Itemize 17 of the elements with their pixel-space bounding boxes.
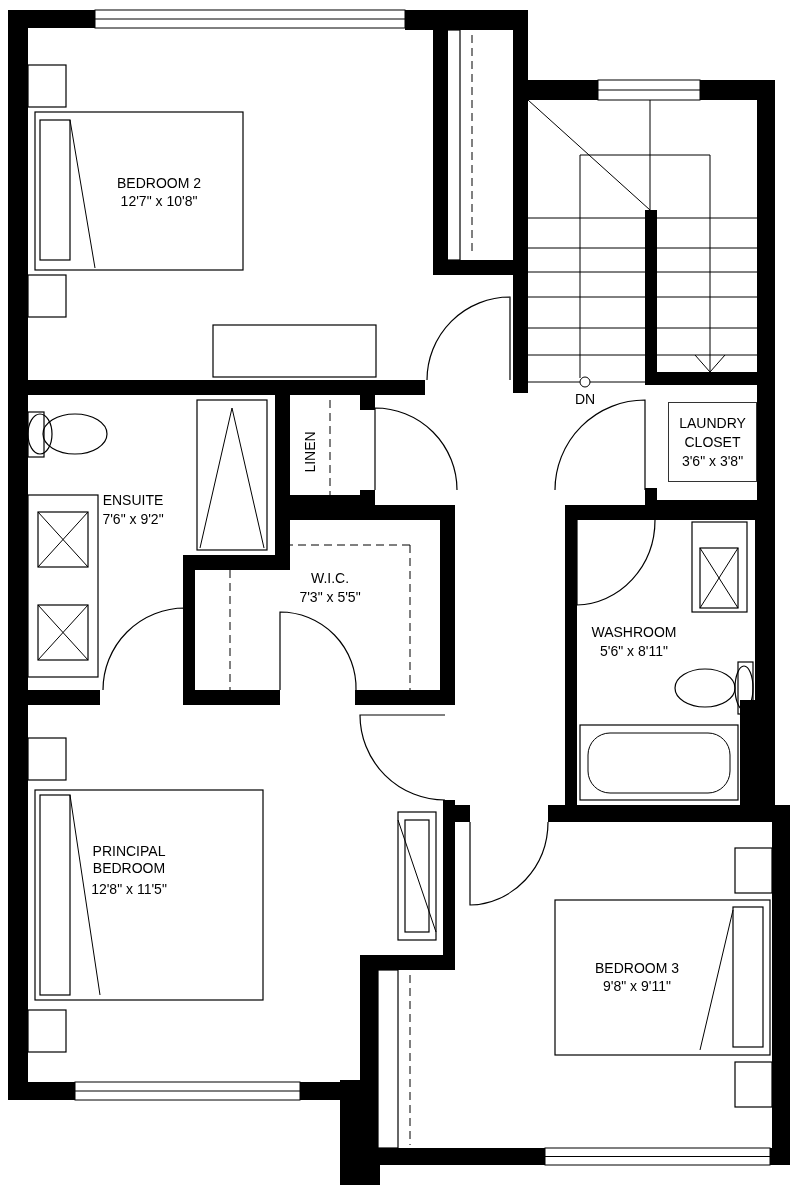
room-name: BEDROOM 2 (117, 174, 201, 192)
room-dimensions: 12'7" x 10'8" (120, 192, 198, 210)
room-name: PRINCIPAL BEDROOM (91, 843, 167, 877)
room-dimensions: 7'3" x 5'5" (299, 588, 361, 606)
room-name: LAUNDRY CLOSET (678, 413, 747, 452)
room-dimensions: 3'6" x 3'8" (681, 451, 744, 471)
room-dimensions: 12'8" x 11'5" (91, 880, 167, 898)
room-dimensions: 9'8" x 9'11" (603, 977, 671, 995)
room-dimensions: 5'6" x 8'11" (600, 642, 668, 660)
room-dimensions: 7'6" x 9'2" (102, 510, 164, 528)
room-name: W.I.C. (310, 569, 350, 587)
room-name: ENSUITE (102, 491, 164, 509)
stair-direction-label: DN (574, 390, 596, 408)
room-name: WASHROOM (591, 623, 677, 641)
room-name: BEDROOM 3 (595, 959, 679, 977)
closet-label: LINEN (301, 431, 319, 473)
label-box (668, 402, 757, 482)
